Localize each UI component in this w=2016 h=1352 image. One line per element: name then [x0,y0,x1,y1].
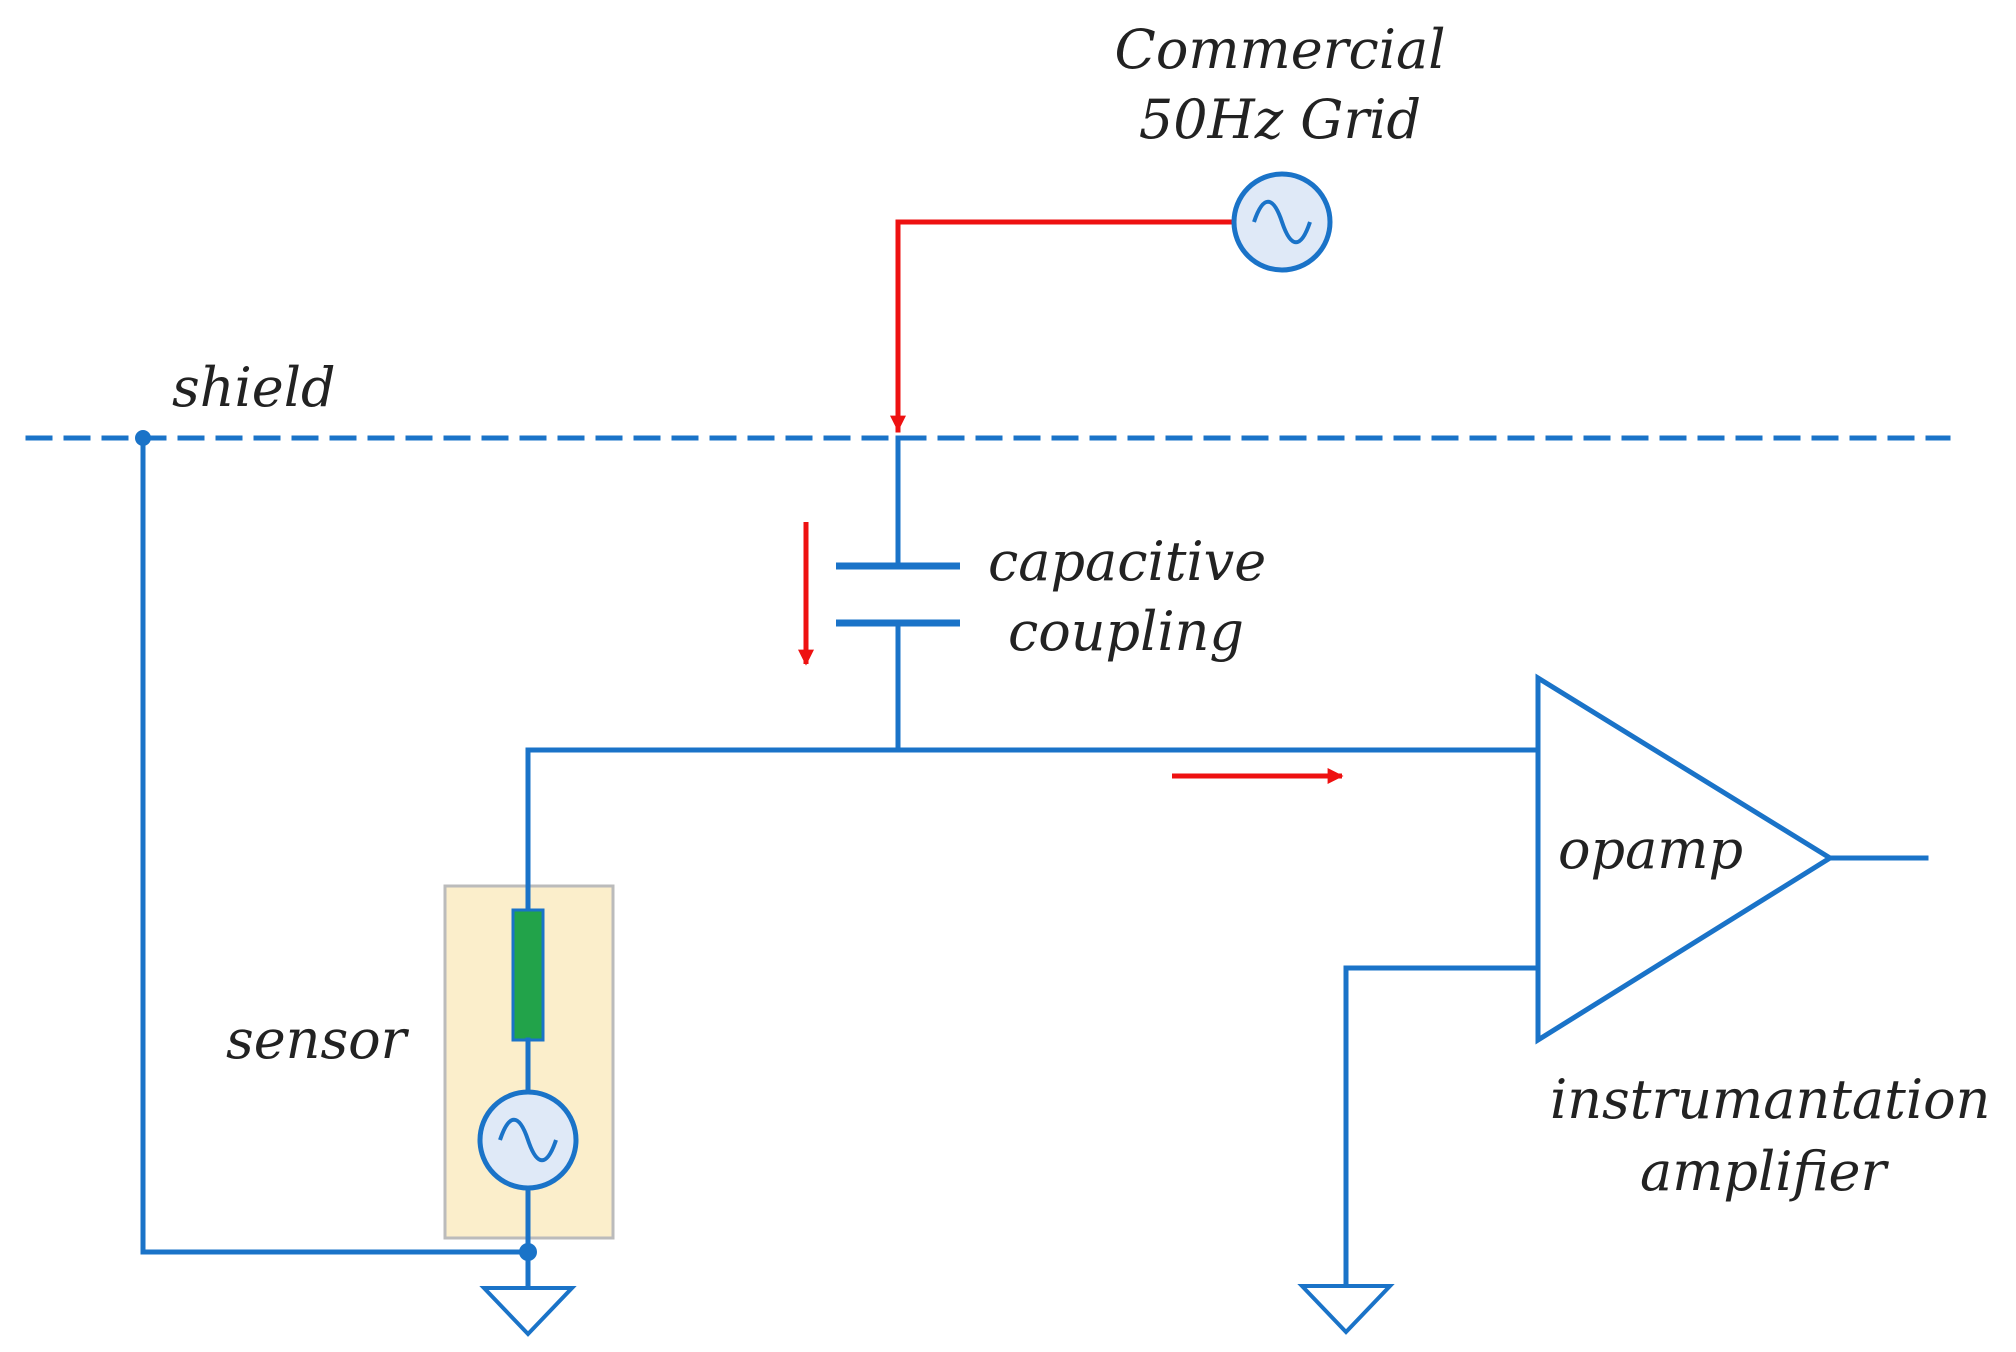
ground-icon-sensor [479,1286,577,1337]
grid-label-line1: Commercial [1115,18,1446,81]
coupling-label-line1: capacitive [988,530,1266,593]
coupling-label-line2: coupling [1008,600,1244,663]
sensor-element [511,908,545,1042]
grid-ac-source-icon [1231,171,1333,273]
opamp-triangle [1535,673,1835,1045]
amplifier-label-line2: amplifier [1640,1140,1889,1203]
amplifier-label-line1: instrumantation [1550,1068,1990,1131]
opamp-ground-wire [1343,965,1541,1289]
opamp-label: opamp [1558,818,1743,881]
signal-wire [525,747,1541,909]
sensor-ac-source-icon [477,1089,579,1191]
ground-junction [519,1243,537,1261]
grid-interference-line [889,219,1235,433]
shield-label: shield [172,356,336,419]
sensor-label: sensor [226,1008,410,1071]
grid-label-line2: 50Hz Grid [1139,88,1421,151]
ground-icon-opamp [1297,1284,1395,1335]
shield-ground-wire [140,435,531,1255]
